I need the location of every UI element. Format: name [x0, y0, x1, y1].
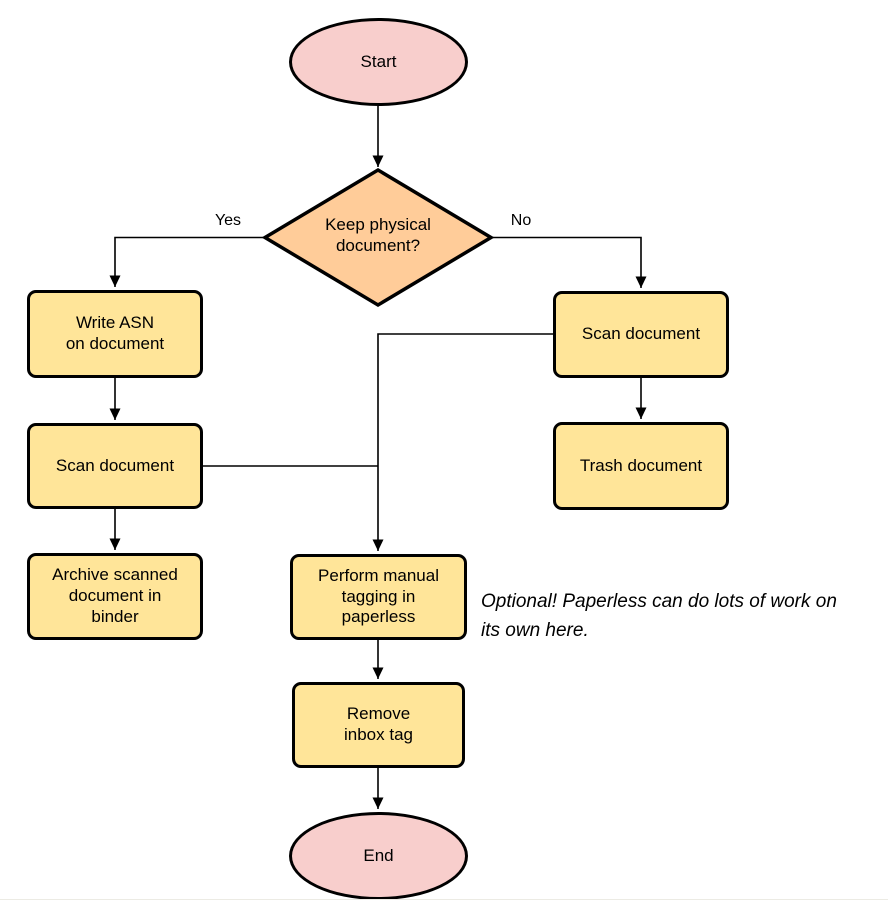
- edge-decision-no-to-scan-right: [490, 236, 647, 288]
- start-node: Start: [289, 18, 468, 106]
- trash-document-node: Trash document: [553, 422, 729, 510]
- decision-diamond-shape: [261, 167, 495, 308]
- optional-note: Optional! Paperless can do lots of work …: [481, 591, 837, 641]
- edge-scan-right-to-perform-tagging: [372, 333, 553, 551]
- archive-scanned-node: Archive scanned document in binder: [27, 553, 203, 640]
- end-node: End: [289, 812, 468, 900]
- write-asn-node: Write ASN on document: [27, 290, 203, 378]
- edge-decision-yes-to-write-asn: [109, 236, 266, 287]
- perform-tagging-node: Perform manual tagging in paperless: [290, 554, 467, 640]
- remove-inbox-tag-node: Remove inbox tag: [292, 682, 465, 768]
- edge-label-no: No: [510, 212, 532, 229]
- page-bottom-border: [0, 899, 888, 900]
- decision-keep-physical-label: Keep physical document?: [325, 215, 431, 256]
- scan-document-right-node: Scan document: [553, 291, 729, 378]
- edge-label-yes: Yes: [214, 212, 242, 229]
- scan-document-left-node: Scan document: [27, 423, 203, 509]
